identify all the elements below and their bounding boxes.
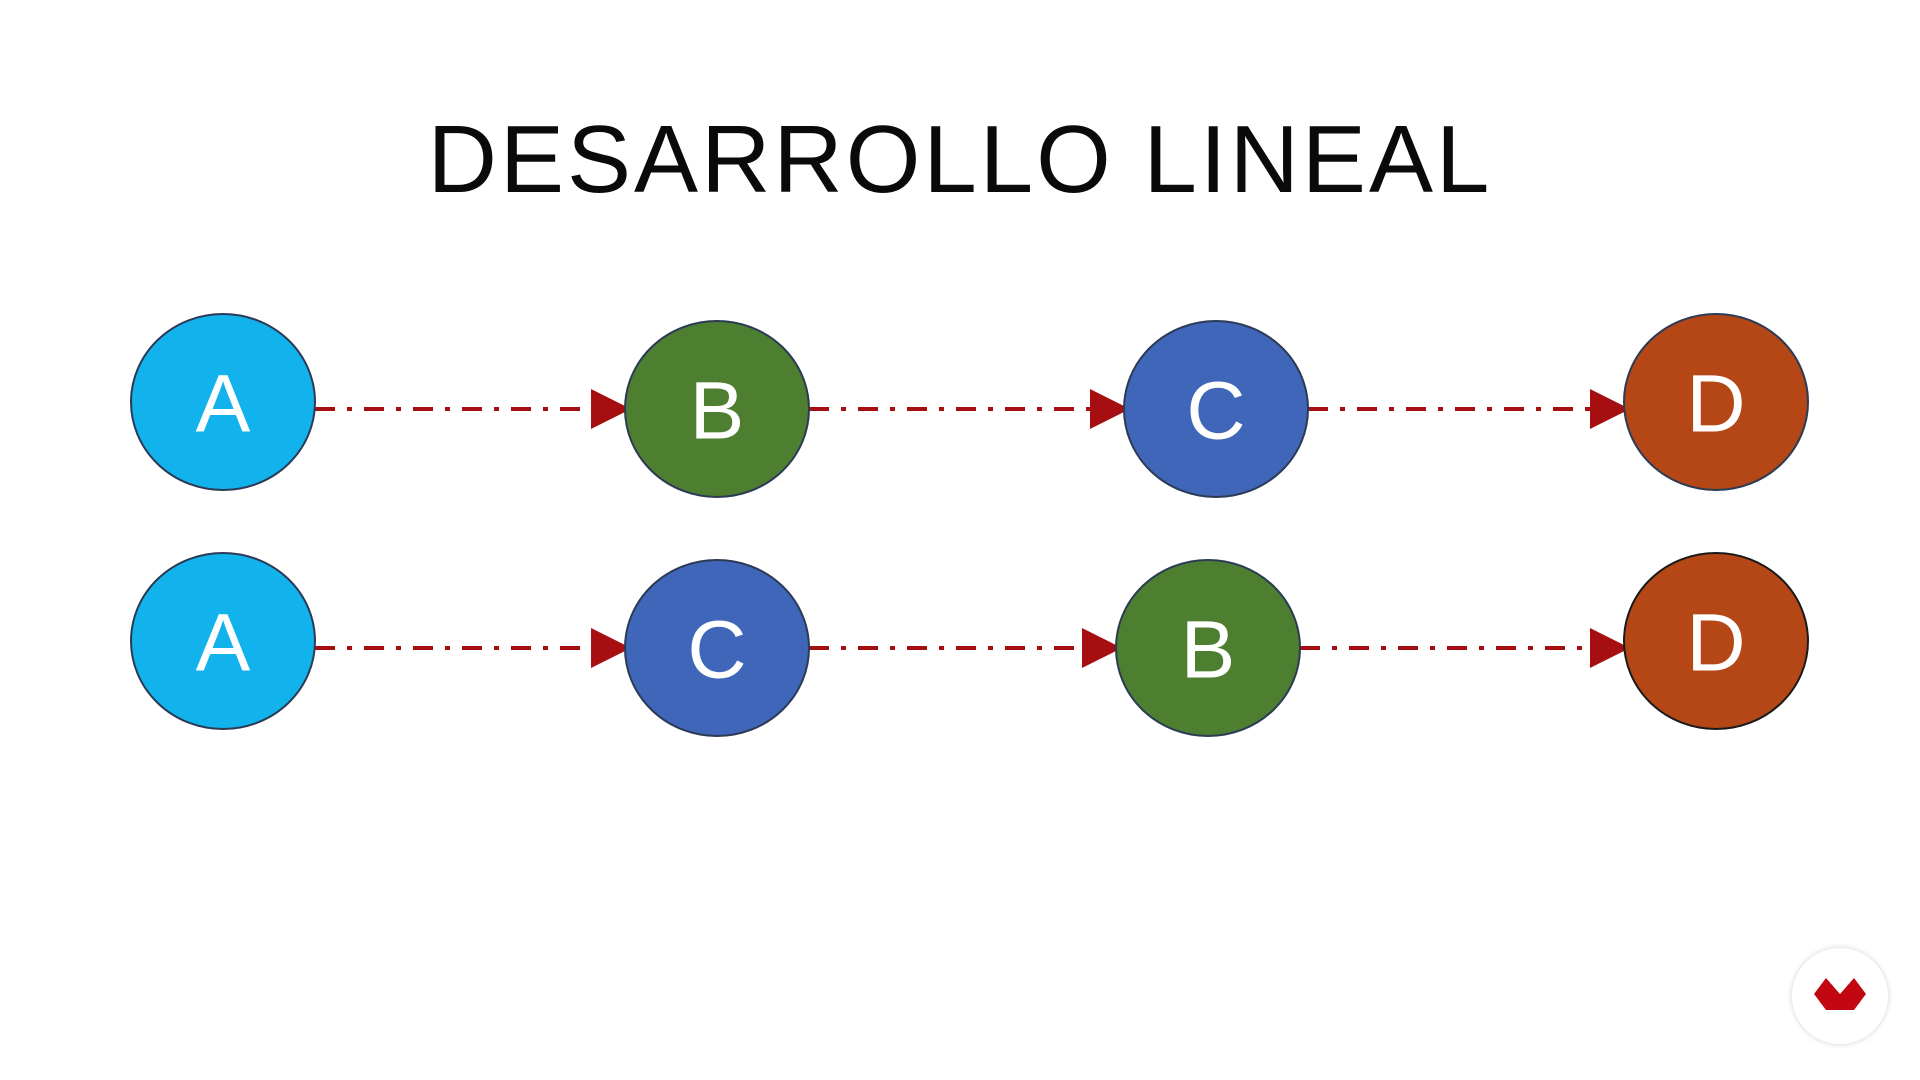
node-circle [624, 559, 810, 737]
node-circle [1115, 559, 1301, 737]
node-label: C [687, 605, 746, 696]
node-label: A [196, 598, 251, 689]
node-a: A [130, 313, 316, 491]
node-d: D [1623, 313, 1809, 491]
node-circle [624, 320, 810, 498]
node-circle [1623, 313, 1809, 491]
node-d: D [1623, 552, 1809, 730]
node-label: D [1686, 359, 1745, 450]
node-b: B [624, 320, 810, 498]
brand-logo [1792, 948, 1888, 1044]
node-label: C [1186, 366, 1245, 457]
node-label: A [196, 359, 251, 450]
diagram-row-1: A B C D [130, 313, 1809, 498]
node-a: A [130, 552, 316, 730]
slide-title: DESARROLLO LINEAL [427, 106, 1493, 213]
node-label: B [690, 366, 745, 457]
node-c: C [624, 559, 810, 737]
node-c: C [1123, 320, 1309, 498]
node-circle [130, 313, 316, 491]
node-label: B [1181, 605, 1236, 696]
node-label: D [1686, 598, 1745, 689]
node-circle [1623, 552, 1809, 730]
node-b: B [1115, 559, 1301, 737]
brand-logo-icon [1814, 978, 1866, 1010]
node-circle [1123, 320, 1309, 498]
node-circle [130, 552, 316, 730]
